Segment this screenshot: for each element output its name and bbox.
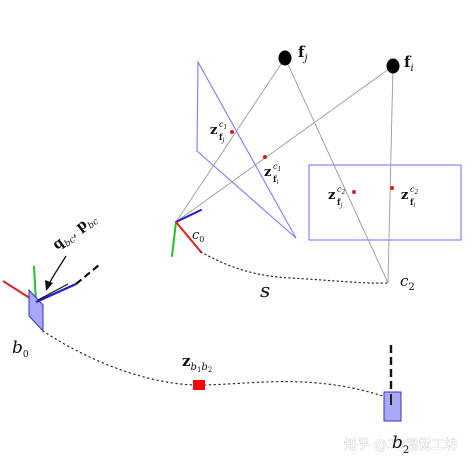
- b2-box: [383, 391, 402, 422]
- obs-c1-fi-point: [263, 155, 267, 159]
- watermark-text: 知乎 @3D视觉工坊: [344, 437, 457, 453]
- image-plane-c1: [196, 59, 297, 239]
- c0-axis-z: [175, 209, 202, 223]
- image-plane-c2: [308, 164, 462, 241]
- label-c2: c2: [400, 272, 415, 293]
- b0-axis-y: [33, 265, 37, 303]
- obs-c2-fj-point: [352, 190, 356, 194]
- imu-body-b0: [2, 264, 100, 333]
- label-z-b1b2: zb1b2: [182, 352, 212, 374]
- extrinsics-arrow: [48, 255, 67, 285]
- label-s: s: [260, 278, 270, 302]
- imu-body-b2: [383, 345, 402, 422]
- landmark-fi-point: [386, 58, 400, 74]
- svg-text:z: z: [328, 188, 335, 203]
- label-z-c2-fi: z c2 fi: [401, 185, 418, 209]
- svg-text:c2: c2: [337, 185, 345, 196]
- preintegration-factor-marker: [193, 380, 205, 390]
- camera-c0-axes: [171, 209, 202, 257]
- label-fi: fi: [404, 53, 414, 74]
- label-c0: c0: [192, 228, 204, 244]
- obs-c1-fj-point: [230, 130, 234, 134]
- svg-text:fj: fj: [337, 197, 342, 209]
- ray-c2-to-fi: [387, 65, 394, 284]
- ray-c2-to-fj: [284, 57, 389, 284]
- svg-text:z: z: [264, 165, 271, 180]
- svg-text:c1: c1: [219, 120, 227, 131]
- label-z-c1-fi: z c1 fi: [264, 162, 281, 186]
- projection-rays: [175, 57, 394, 284]
- b0-axis-z-dashed: [75, 264, 100, 285]
- imu-trajectory: [42, 330, 387, 398]
- landmark-fj-point: [278, 50, 292, 66]
- b0-extrinsic-guide: [37, 283, 69, 301]
- obs-c2-fi-point: [390, 186, 394, 190]
- svg-text:z: z: [401, 188, 408, 203]
- c0-axis-y: [171, 221, 177, 257]
- svg-text:fi: fi: [273, 174, 278, 186]
- label-b0: b0: [12, 338, 29, 360]
- camera-trajectory: [200, 251, 389, 284]
- c0-axis-x: [175, 221, 202, 253]
- extrinsics-arrowhead: [45, 280, 53, 291]
- svg-text:c1: c1: [273, 162, 281, 173]
- label-z-c1-fj: z c1 fj: [210, 120, 227, 144]
- b0-axis-z-solid: [35, 282, 77, 304]
- label-fj: fj: [298, 43, 308, 64]
- svg-text:fi: fi: [410, 197, 415, 209]
- svg-text:fj: fj: [219, 132, 224, 144]
- label-b2: b2: [392, 433, 409, 456]
- ray-c0-to-fj: [175, 57, 286, 223]
- svg-text:z: z: [210, 123, 217, 138]
- label-extrinsics: qbc, pbc: [50, 210, 101, 256]
- label-z-c2-fj: z c2 fj: [328, 185, 345, 209]
- svg-text:c2: c2: [410, 185, 418, 196]
- ray-c0-to-fi: [175, 65, 394, 223]
